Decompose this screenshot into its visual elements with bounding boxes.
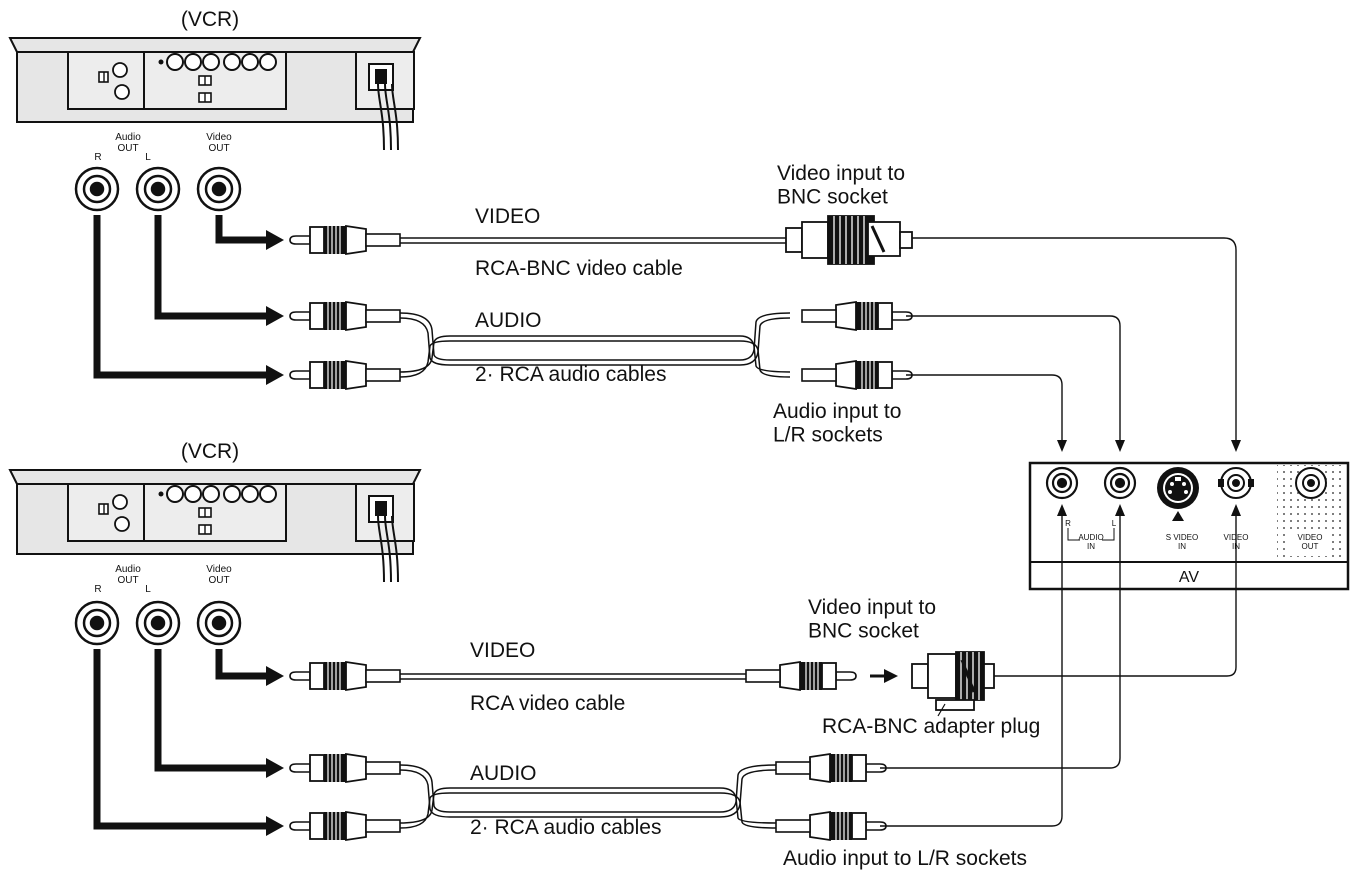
vcr-bottom-label: (VCR) (181, 440, 239, 463)
vcr-top-label: (VCR) (181, 8, 239, 31)
av-r-label: R (1065, 519, 1071, 528)
top-thick-leads (93, 215, 268, 379)
bnc-socket-video-in (1218, 467, 1254, 499)
bottom-thick-leads (93, 649, 268, 830)
bottom-video-cable (289, 651, 995, 717)
bottom-audio-cables-label: 2· RCA audio cables (470, 816, 661, 839)
bottom-audio-input-label: Audio input to L/R sockets (783, 847, 1027, 870)
bottom-video-cable-label: RCA video cable (470, 692, 625, 715)
top-arrows (266, 230, 284, 385)
top-connection-arrowheads (1057, 440, 1241, 452)
av-l-label: L (1112, 519, 1117, 528)
bottom-audio-cables (289, 753, 886, 841)
vcr-top-jacks (74, 166, 242, 212)
bnc-plug-top (785, 215, 913, 265)
top-video-label: VIDEO (475, 205, 540, 228)
bottom-arrows (266, 666, 284, 836)
top-video-cable-label: RCA-BNC video cable (475, 257, 683, 280)
adapter-plug-label: RCA-BNC adapter plug (822, 715, 1040, 738)
top-audio-cables (289, 301, 912, 390)
vcr-top-l-label: L (145, 152, 151, 163)
rca-bnc-adapter-plug (911, 651, 995, 711)
vcr-bottom-jacks (74, 600, 242, 646)
bottom-connection-lines (880, 508, 1237, 827)
top-audio-label: AUDIO (475, 309, 542, 332)
av-panel-title: AV (1179, 569, 1199, 586)
vcr-bottom-r-label: R (94, 584, 101, 595)
av-panel: AV R L AUDIO (1028, 461, 1350, 591)
bottom-audio-label: AUDIO (470, 762, 537, 785)
bottom-video-label: VIDEO (470, 639, 535, 662)
vcr-bottom: (VCR) R L Aud (8, 440, 422, 646)
vcr-bottom-body (8, 469, 422, 583)
top-connection-lines (906, 237, 1237, 448)
top-video-cable (289, 215, 913, 265)
bnc-socket-video-out (1295, 467, 1327, 499)
s-video-socket (1157, 467, 1199, 521)
top-audio-cables-label: 2· RCA audio cables (475, 363, 666, 386)
vcr-bottom-l-label: L (145, 584, 151, 595)
vcr-top-r-label: R (94, 152, 101, 163)
vcr-top: (VCR) R L Aud (8, 8, 422, 212)
bottom-connection-arrowheads (1057, 504, 1241, 516)
vcr-top-body (8, 37, 422, 151)
